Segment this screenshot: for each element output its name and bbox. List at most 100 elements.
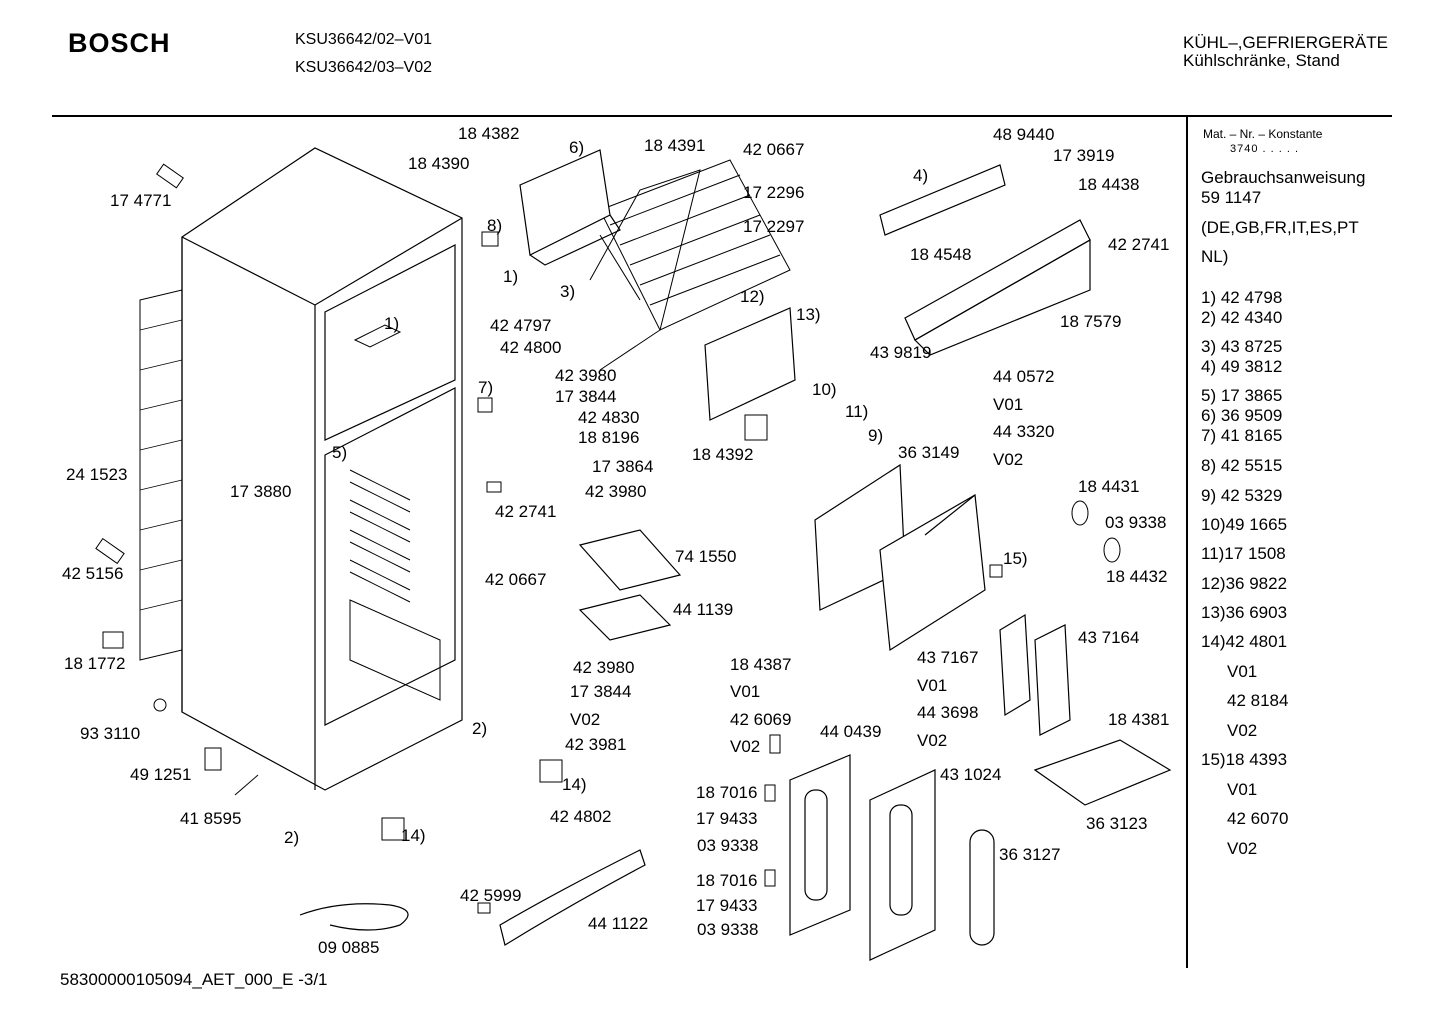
part-label: 17 3880: [230, 482, 292, 501]
mat-label: Mat. – Nr. – Konstante: [1203, 127, 1323, 141]
power-cord-drawing: [300, 904, 408, 930]
evaporator-drawing: [590, 160, 790, 370]
part-label: 93 3110: [80, 724, 141, 743]
part-label: 42 3980: [585, 482, 647, 501]
part-label: 9): [868, 426, 884, 445]
part-label: 5): [332, 443, 348, 462]
legend-item: 42 6070: [1227, 809, 1289, 828]
part-label: 18 4431: [1078, 477, 1140, 496]
languages-line2: NL): [1201, 247, 1229, 266]
part-label: 2): [284, 828, 300, 847]
part-label: 1): [503, 267, 519, 286]
model-number-1: KSU36642/02–V01: [295, 31, 432, 48]
part-label: 17 4771: [110, 191, 172, 210]
part-label: 41 8595: [180, 809, 242, 828]
legend-item: V02: [1227, 721, 1258, 740]
part-label: 13): [796, 305, 821, 324]
part-label: 36 3149: [898, 443, 960, 462]
part-label: 12): [740, 287, 765, 306]
legend-item: V01: [1227, 662, 1258, 681]
category-title: KÜHL–,GEFRIERGERÄTE: [1183, 33, 1388, 52]
legend-item: 8) 42 5515: [1201, 456, 1283, 475]
part-label: V02: [993, 450, 1024, 469]
part-label: 3): [560, 282, 576, 301]
panel-13-drawing: [705, 308, 795, 420]
mat-value: 3740 . . . . .: [1230, 143, 1300, 155]
part-label: 14): [562, 775, 587, 794]
part-label: 42 5999: [460, 886, 522, 905]
legend-item: 1) 42 4798: [1201, 288, 1283, 307]
part-label: 42 4800: [500, 338, 562, 357]
legend-item: 10)49 1665: [1201, 515, 1288, 534]
part-label: 42 0667: [485, 570, 547, 589]
part-label: 42 4830: [578, 408, 640, 427]
part-label: 4): [913, 166, 929, 185]
legend-item: 3) 43 8725: [1201, 337, 1283, 356]
part-label: 17 2296: [743, 183, 805, 202]
part-label: 18 8196: [578, 428, 640, 447]
legend-item: 9) 42 5329: [1201, 486, 1283, 505]
part-label: 44 3698: [917, 703, 979, 722]
control-module-drawing: [880, 165, 1005, 235]
part-label: 48 9440: [993, 125, 1055, 144]
part-label: 44 0572: [993, 367, 1055, 386]
legend-item: 12)36 9822: [1201, 574, 1288, 593]
part-label: 43 1024: [940, 765, 1002, 784]
legend-item: 2) 42 4340: [1201, 308, 1283, 327]
part-label: 2): [472, 719, 488, 738]
part-label: 42 4802: [550, 807, 612, 826]
part-label: 42 3980: [555, 366, 617, 385]
door-liner-drawing: [790, 755, 994, 960]
part-label: 10): [812, 380, 837, 399]
part-label: 44 0439: [820, 722, 882, 741]
manual-number: 59 1147: [1201, 188, 1262, 207]
legend-item: 15)18 4393: [1201, 750, 1288, 769]
part-label: 6): [569, 138, 585, 157]
part-label: 09 0885: [318, 938, 380, 957]
part-label: 44 3320: [993, 422, 1055, 441]
part-label: 49 1251: [130, 765, 192, 784]
part-label: 18 7016: [696, 783, 758, 802]
part-label: 18 4382: [458, 124, 520, 143]
part-label: 42 2741: [495, 502, 557, 521]
category-subtitle: Kühlschränke, Stand: [1183, 51, 1340, 70]
part-label: 18 1772: [64, 654, 126, 673]
document-id: 58300000105094_AET_000_E -3/1: [60, 970, 328, 989]
legend-item: 42 8184: [1227, 691, 1289, 710]
part-label: 8): [487, 216, 503, 235]
part-label: 18 4548: [910, 245, 972, 264]
part-label: V02: [730, 737, 761, 756]
part-label: V01: [917, 676, 948, 695]
part-label: 03 9338: [697, 920, 759, 939]
manual-label: Gebrauchsanweisung: [1201, 168, 1366, 187]
part-label: 43 9819: [870, 343, 932, 362]
part-label: 18 7579: [1060, 312, 1122, 331]
part-label: 43 7164: [1078, 628, 1140, 647]
part-label: 74 1550: [675, 547, 737, 566]
part-label: 42 5156: [62, 564, 124, 583]
part-label: 17 2297: [743, 217, 805, 236]
sidebar-divider: [1186, 116, 1188, 968]
part-label: V01: [730, 682, 761, 701]
part-label: 17 3844: [570, 682, 632, 701]
legend-item: 13)36 6903: [1201, 603, 1288, 622]
small-parts-drawing: [96, 164, 1120, 913]
part-label: 14): [401, 826, 426, 845]
part-label: 42 2741: [1108, 235, 1170, 254]
legend-item: V02: [1227, 839, 1258, 858]
part-label: 11): [845, 402, 869, 421]
part-label: 18 7016: [696, 871, 758, 890]
part-label: 42 4797: [490, 316, 552, 335]
part-label: 42 0667: [743, 140, 805, 159]
part-label: 1): [384, 314, 400, 333]
door-tray-drawing: [1000, 615, 1070, 735]
part-label: 17 3844: [555, 387, 617, 406]
part-label: 24 1523: [66, 465, 128, 484]
part-label: 36 3127: [999, 845, 1061, 864]
part-label: 43 7167: [917, 648, 979, 667]
part-label: 44 1122: [588, 914, 649, 933]
model-number-2: KSU36642/03–V02: [295, 59, 432, 76]
shelf-support-drawing: [580, 530, 680, 640]
part-label: 7): [478, 378, 494, 397]
part-label: 42 3980: [573, 658, 635, 677]
